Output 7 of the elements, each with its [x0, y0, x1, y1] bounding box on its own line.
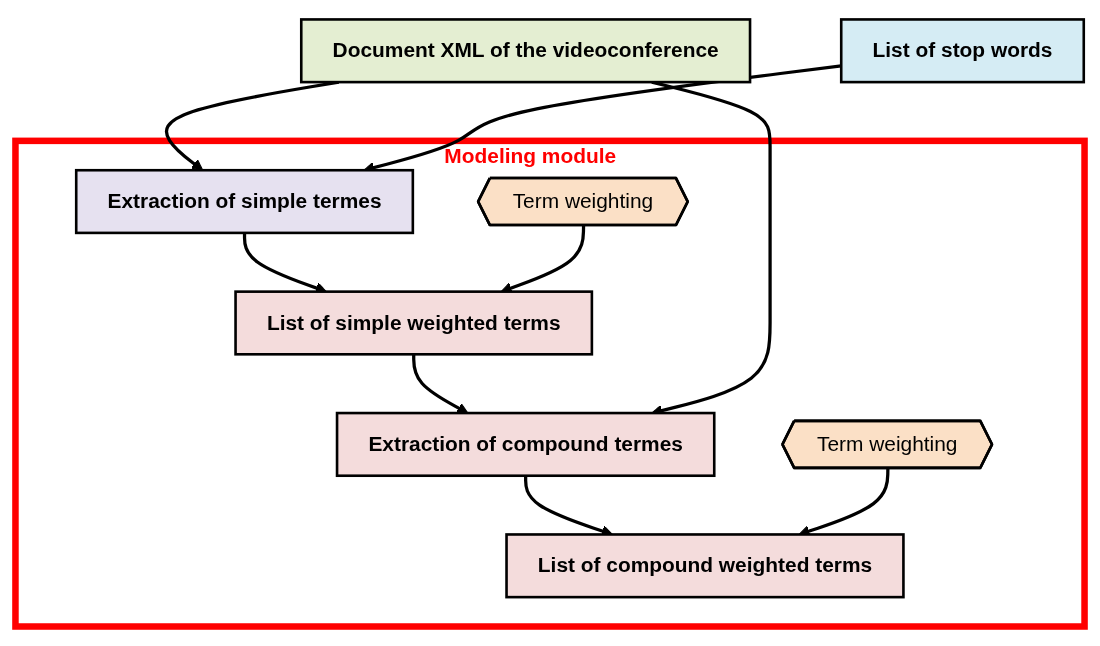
- node-box: Document XML of the videoconference: [299, 18, 752, 84]
- node-box: List of simple weighted terms: [234, 290, 594, 356]
- arrow: [412, 354, 469, 414]
- node-box: List of compound weighted terms: [505, 533, 905, 599]
- node-box: Extraction of compound termes: [335, 411, 716, 478]
- node-box: List of stop words: [839, 18, 1086, 84]
- node-box: Extraction of simple termes: [74, 168, 415, 235]
